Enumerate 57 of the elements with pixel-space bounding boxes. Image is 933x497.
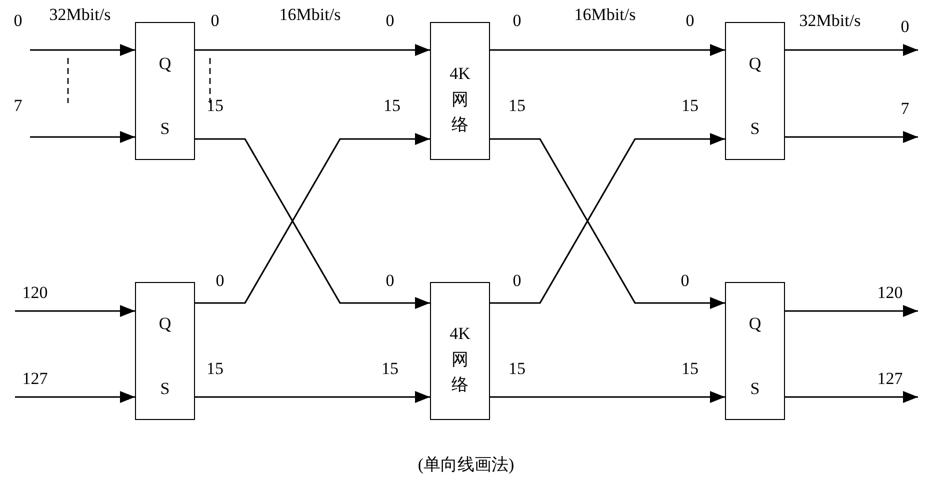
arrow — [30, 44, 135, 56]
port-number: 0 — [900, 18, 910, 35]
port-number: 0 — [686, 12, 694, 29]
switch-box — [135, 22, 195, 160]
edge-label: 16Mbit/s — [279, 6, 341, 23]
port-number: 0 — [210, 12, 220, 29]
port-number: 15 — [508, 360, 526, 377]
port-number: 0 — [512, 272, 522, 289]
box-text: 4K网络 — [449, 63, 471, 136]
box-text: S — [749, 380, 761, 399]
box-text: Q — [748, 315, 762, 334]
caption: (单向线画法) — [418, 456, 514, 473]
port-number: 0 — [14, 12, 22, 29]
box-text: S — [749, 120, 761, 139]
port-number: 15 — [206, 97, 224, 114]
box-text: Q — [158, 315, 172, 334]
arrow — [785, 391, 918, 403]
network-box — [430, 22, 490, 160]
arrow — [30, 131, 135, 143]
port-number: 0 — [216, 272, 224, 289]
port-number: 127 — [22, 370, 48, 387]
switch-box — [725, 22, 785, 160]
port-number: 15 — [382, 360, 398, 377]
switch-box — [725, 282, 785, 420]
switch-box — [135, 282, 195, 420]
port-number: 0 — [386, 12, 394, 29]
arrow — [490, 391, 725, 403]
port-number: 15 — [206, 360, 224, 377]
arrow — [195, 391, 430, 403]
port-number: 15 — [682, 360, 698, 377]
port-number: 0 — [512, 12, 522, 29]
port-number: 0 — [386, 272, 394, 289]
box-text: S — [159, 380, 171, 399]
box-text: 4K网络 — [449, 323, 471, 396]
port-number: 127 — [877, 370, 903, 387]
port-number: 120 — [22, 284, 48, 301]
arrow — [195, 44, 430, 56]
arrow — [15, 305, 135, 317]
edge-label: 32Mbit/s — [799, 12, 861, 29]
arrow — [785, 131, 918, 143]
edge-label: 32Mbit/s — [49, 6, 111, 23]
box-text: Q — [158, 55, 172, 74]
network-box — [430, 282, 490, 420]
box-text: Q — [748, 55, 762, 74]
port-number: 7 — [900, 100, 910, 117]
port-number: 15 — [384, 97, 400, 114]
arrow — [15, 391, 135, 403]
port-number: 0 — [680, 272, 690, 289]
arrow — [490, 44, 725, 56]
port-number: 15 — [508, 97, 526, 114]
arrow — [785, 44, 918, 56]
arrow — [785, 305, 918, 317]
port-number: 15 — [682, 97, 698, 114]
edge-label: 16Mbit/s — [574, 6, 636, 23]
port-number: 120 — [877, 284, 903, 301]
box-text: S — [159, 120, 171, 139]
port-number: 7 — [14, 97, 22, 114]
